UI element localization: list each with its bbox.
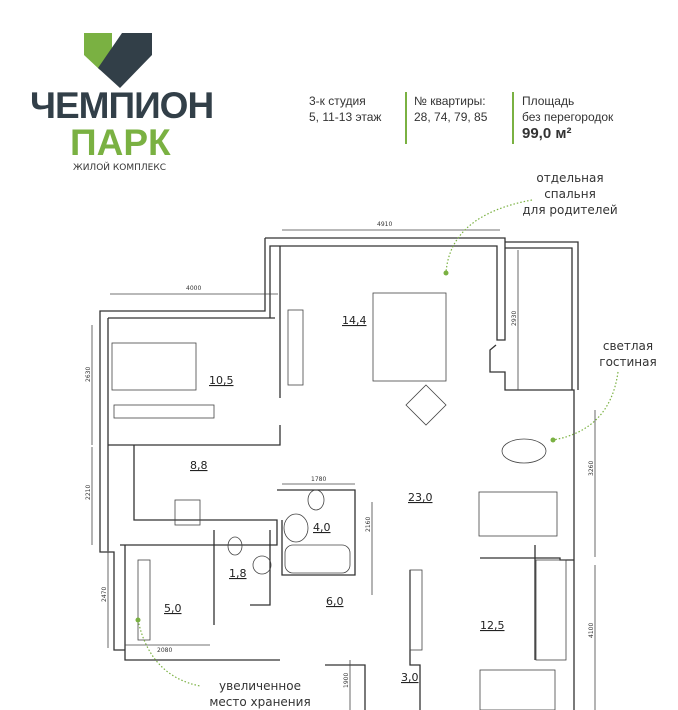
note-line: отдельная — [536, 171, 604, 185]
type-text: 3-к студия — [309, 94, 366, 108]
note-line: гостиная — [599, 355, 657, 369]
dimension-label: 4910 — [377, 221, 392, 228]
room-area-hall: 6,0 — [326, 595, 344, 608]
bed — [111, 342, 197, 391]
wardrobe — [113, 404, 215, 419]
dimension-label: 2470 — [101, 587, 108, 602]
apartment-type: 3-к студия 5, 11-13 этаж — [309, 93, 381, 125]
dimension-label: 2930 — [511, 311, 518, 326]
room-area-bedroom-kids: 12,5 — [480, 619, 505, 632]
note-line: для родителей — [522, 203, 618, 217]
callout-lines — [135, 199, 619, 687]
logo-subtitle: ПАРК — [70, 122, 171, 163]
dimension-label: 2080 — [157, 647, 172, 654]
dimensions: 4910 4000 2630 2930 3260 2210 1780 2160 … — [85, 221, 595, 688]
dining-table — [405, 384, 447, 426]
apartment-numbers: № квартиры: 28, 74, 79, 85 — [414, 93, 487, 125]
room-areas: 14,4 10,5 8,8 23,0 4,0 1,8 5,0 6,0 12,5 … — [164, 314, 505, 684]
dimension-label: 1900 — [343, 673, 350, 688]
dimension-label: 4100 — [588, 623, 595, 638]
area-label: Площадь — [522, 94, 575, 108]
dimension-label: 2210 — [85, 485, 92, 500]
area-value: 99,0 м² — [522, 125, 572, 142]
floors-text: 5, 11-13 этаж — [309, 110, 382, 124]
dimension-label: 1780 — [311, 476, 326, 483]
room-area-wc: 1,8 — [229, 567, 247, 580]
dimension-label: 3260 — [588, 461, 595, 476]
sink — [252, 555, 272, 575]
coffee-table — [501, 438, 547, 464]
note-line: увеличенное — [219, 679, 301, 693]
bed — [372, 292, 447, 382]
divider — [512, 92, 514, 144]
logo-title: ЧЕМПИОН — [30, 85, 214, 126]
note-living: светлая гостиная — [588, 338, 668, 370]
apt-numbers: 28, 74, 79, 85 — [414, 110, 488, 124]
room-area-bedroom: 10,5 — [209, 374, 234, 387]
divider — [405, 92, 407, 144]
wardrobe — [409, 569, 423, 651]
room-area-closet: 3,0 — [401, 671, 419, 684]
note-parents: отдельная спальня для родителей — [520, 170, 620, 218]
bed — [479, 669, 556, 710]
sofa — [478, 491, 558, 537]
note-storage: увеличенное место хранения — [200, 678, 320, 710]
bathtub — [284, 544, 351, 574]
note-line: спальня — [544, 187, 596, 201]
room-area-bedroom-parents: 14,4 — [342, 314, 367, 327]
sink — [283, 513, 309, 543]
furniture — [111, 292, 567, 710]
toilet — [227, 536, 243, 556]
wardrobe — [137, 559, 151, 641]
room-area-kitchen: 8,8 — [190, 459, 208, 472]
walls — [99, 237, 579, 710]
room-area-storage: 5,0 — [164, 602, 182, 615]
note-line: место хранения — [209, 695, 311, 709]
note-line: светлая — [602, 339, 654, 353]
dimension-lines — [91, 229, 596, 710]
logo-caption: ЖИЛОЙ КОМПЛЕКС — [73, 163, 167, 173]
stove — [174, 499, 201, 526]
area-label-2: без перегородок — [522, 110, 614, 124]
desk — [535, 559, 567, 661]
wardrobe — [287, 309, 304, 386]
apartment-area: Площадь без перегородок 99,0 м² — [522, 93, 613, 143]
room-area-bathroom: 4,0 — [313, 521, 331, 534]
toilet — [307, 489, 325, 511]
dimension-label: 4000 — [186, 285, 201, 292]
apt-label: № квартиры: — [414, 94, 486, 108]
dimension-label: 2630 — [85, 367, 92, 382]
dimension-label: 2160 — [365, 517, 372, 532]
room-area-living: 23,0 — [408, 491, 433, 504]
